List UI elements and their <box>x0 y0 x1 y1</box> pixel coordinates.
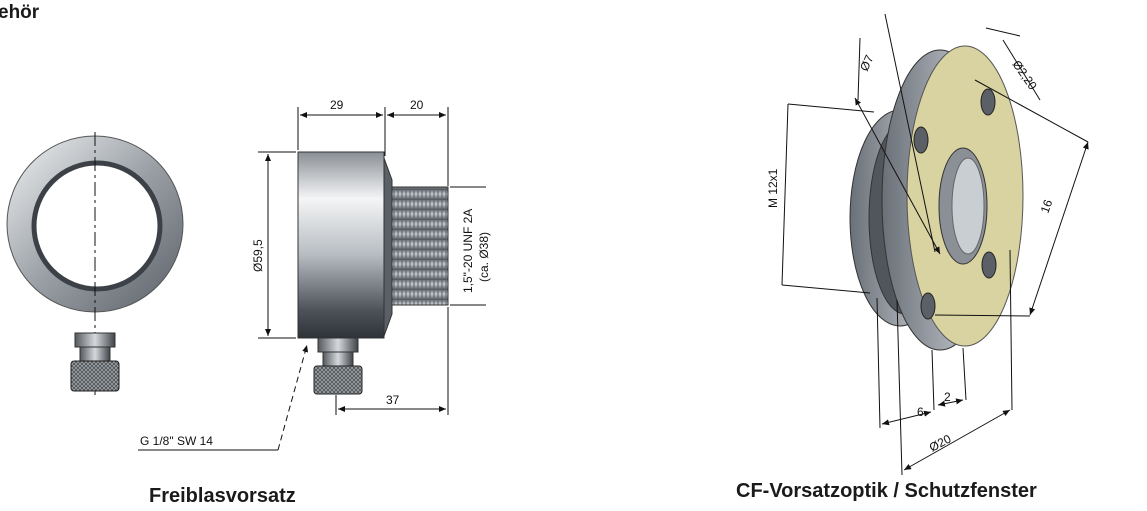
dim-m12: M 12x1 <box>766 168 780 208</box>
dim-20: 20 <box>410 98 424 112</box>
dim-fitting: G 1/8" SW 14 <box>140 434 213 448</box>
dim-16: 16 <box>1038 197 1056 215</box>
ring-front-view <box>6 132 184 395</box>
flange-view <box>781 13 1089 476</box>
dim-thread-diameter: (ca. Ø38) <box>477 232 491 282</box>
section-heading: ehör <box>0 2 40 23</box>
dim-6: 6 <box>917 405 924 419</box>
dim-thread: 1,5"-20 UNF 2A <box>461 209 475 293</box>
dim-37: 37 <box>386 393 400 407</box>
dim-29: 29 <box>330 98 344 112</box>
dim-diameter-20: Ø20 <box>927 431 954 454</box>
caption-freiblasvorsatz: Freiblasvorsatz <box>149 485 296 507</box>
side-view <box>138 107 486 451</box>
caption-cf-vorsatzoptik: CF-Vorsatzoptik / Schutzfenster <box>736 480 1037 502</box>
dim-2: 2 <box>944 390 951 404</box>
dim-diameter-59-5: Ø59,5 <box>251 239 265 272</box>
dim-diameter-2-20: Ø2,20 <box>1010 58 1040 93</box>
dim-diameter-7: Ø7 <box>857 53 877 74</box>
